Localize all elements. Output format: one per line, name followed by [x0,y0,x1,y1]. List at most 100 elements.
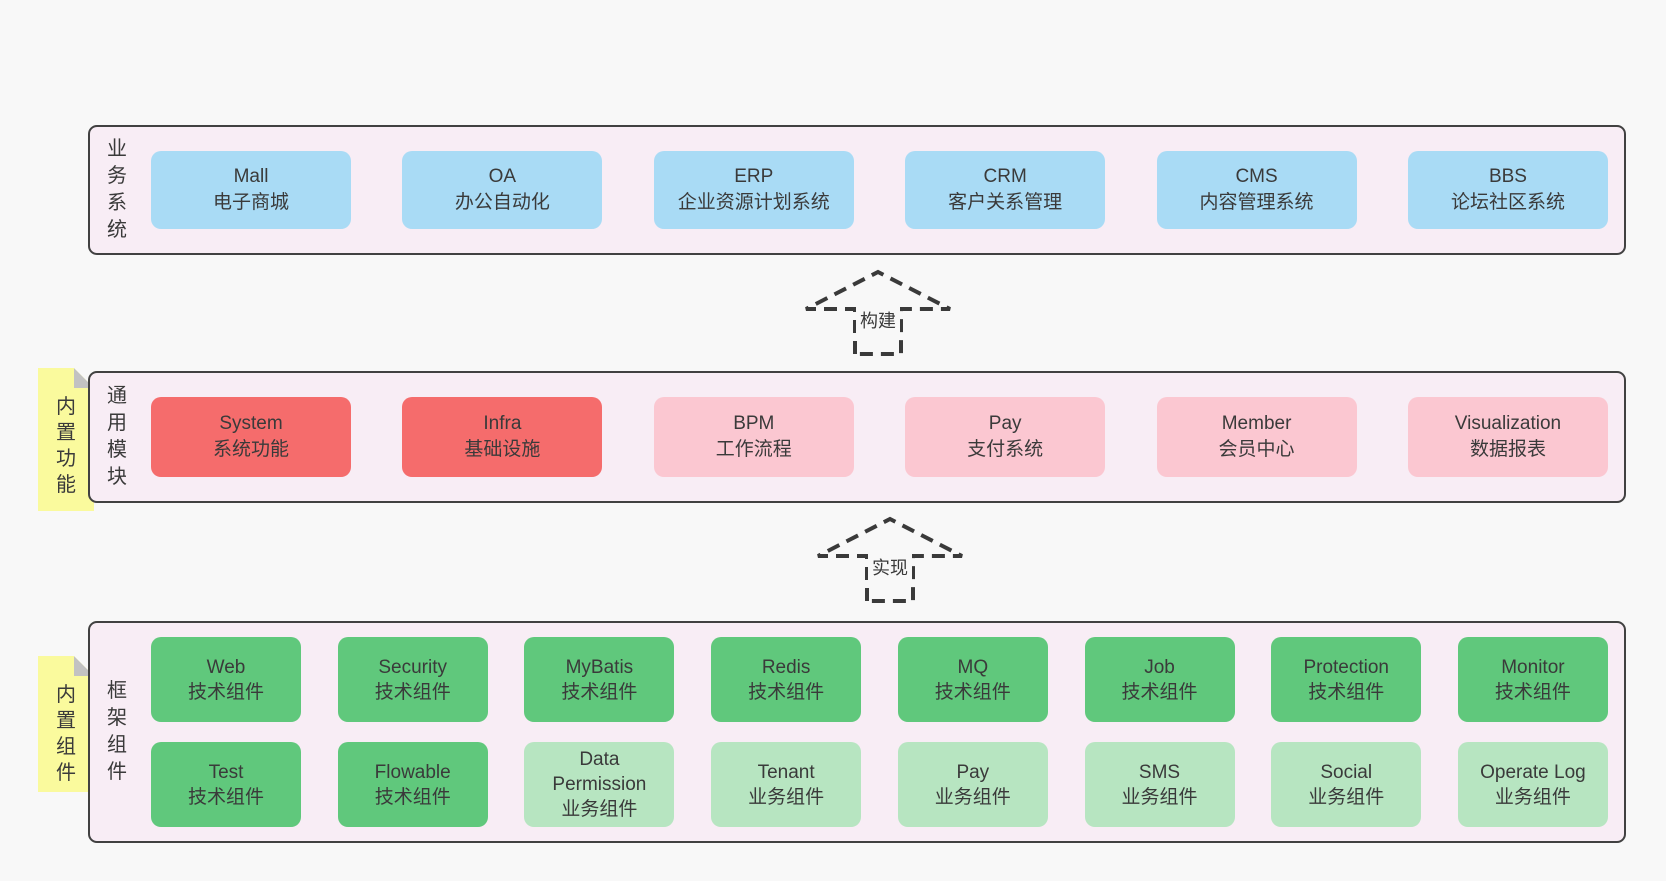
box-redis: Redis 技术组件 [711,637,862,722]
box-subtitle: 业务组件 [934,786,1011,808]
box-title: Operate Log [1480,761,1586,783]
box-subtitle: 业务组件 [1308,786,1385,808]
sticky-note-builtin-features: 内置功能 [38,368,94,511]
framework-components-panel: 框架组件 Web 技术组件 Security 技术组件 MyBatis 技术组件… [88,621,1626,843]
box-cms: CMS 内容管理系统 [1156,151,1357,229]
box-subtitle: 技术组件 [187,786,264,808]
box-subtitle: 技术组件 [187,681,264,703]
box-mq: MQ 技术组件 [897,637,1048,722]
box-subtitle: 支付系统 [967,439,1044,460]
box-title: Member [1221,413,1292,434]
box-subtitle: 技术组件 [561,681,638,703]
box-title: MQ [957,656,989,678]
box-subtitle: 技术组件 [1308,681,1385,703]
box-monitor: Monitor 技术组件 [1457,637,1608,722]
box-subtitle: 电子商城 [212,192,289,213]
box-tenant: Tenant 业务组件 [711,742,862,827]
box-subtitle: 内容管理系统 [1199,192,1314,213]
panel-label: 框架组件 [107,680,127,783]
box-title: Monitor [1501,656,1565,678]
sticky-note-text: 内置组件 [56,684,76,784]
box-subtitle: 企业资源计划系统 [677,192,830,213]
arrow-label: 构建 [856,307,900,333]
box-title: ERP [734,166,774,187]
box-title: Protection [1303,656,1389,678]
modules-boxes-row: System 系统功能 Infra 基础设施 BPM 工作流程 Pay 支付系统… [151,397,1608,477]
box-data-permission: Data Permission 业务组件 [524,742,675,827]
components-row-2: Test 技术组件 Flowable 技术组件 Data Permission … [151,742,1608,827]
box-system: System 系统功能 [151,397,351,477]
common-modules-panel: 通用模块 System 系统功能 Infra 基础设施 BPM 工作流程 Pay… [88,371,1626,503]
box-operate-log: Operate Log 业务组件 [1457,742,1608,827]
box-title: Job [1144,656,1175,678]
box-subtitle: 会员中心 [1218,439,1295,460]
box-test: Test 技术组件 [151,742,301,827]
implement-arrow: 实现 [815,514,965,606]
box-subtitle: 技术组件 [374,786,451,808]
sticky-note-builtin-components: 内置组件 [38,656,94,792]
arrow-label: 实现 [868,554,912,580]
box-job: Job 技术组件 [1084,637,1235,722]
panel-label: 业务系统 [107,138,127,241]
box-crm: CRM 客户关系管理 [905,151,1106,229]
box-subtitle: 办公自动化 [454,192,550,213]
box-oa: OA 办公自动化 [402,151,603,229]
box-title: OA [488,166,517,187]
business-boxes-row: Mall 电子商城 OA 办公自动化 ERP 企业资源计划系统 CRM 客户关系… [151,151,1608,229]
build-arrow: 构建 [803,267,953,359]
box-title: Social [1320,761,1373,783]
business-systems-panel: 业务系统 Mall 电子商城 OA 办公自动化 ERP 企业资源计划系统 CRM… [88,125,1626,255]
box-sms: SMS 业务组件 [1084,742,1235,827]
box-subtitle: 技术组件 [1494,681,1571,703]
box-protection: Protection 技术组件 [1271,637,1422,722]
box-title: BPM [733,413,775,434]
box-subtitle: 业务组件 [748,786,825,808]
box-title: Test [208,761,244,783]
box-subtitle: 业务组件 [1121,786,1198,808]
box-infra: Infra 基础设施 [402,397,603,477]
box-title: SMS [1138,761,1181,783]
box-title: System [219,413,283,434]
box-subtitle: 论坛社区系统 [1450,192,1565,213]
box-mybatis: MyBatis 技术组件 [524,637,675,722]
box-social: Social 业务组件 [1271,742,1422,827]
box-title: Mall [233,166,269,187]
box-subtitle: 技术组件 [374,681,451,703]
box-pay-component: Pay 业务组件 [897,742,1048,827]
box-bbs: BBS 论坛社区系统 [1407,151,1608,229]
box-member: Member 会员中心 [1156,397,1357,477]
box-subtitle: 技术组件 [748,681,825,703]
box-subtitle: 工作流程 [715,439,792,460]
box-web: Web 技术组件 [151,637,301,722]
sticky-note-text: 内置功能 [56,396,76,496]
box-subtitle: 技术组件 [934,681,1011,703]
components-rows: Web 技术组件 Security 技术组件 MyBatis 技术组件 Redi… [151,637,1608,827]
box-visualization: Visualization 数据报表 [1407,397,1608,477]
box-title: Tenant [757,761,815,783]
box-subtitle: 数据报表 [1469,439,1546,460]
box-bpm: BPM 工作流程 [653,397,854,477]
dashed-up-arrow-icon [817,516,963,603]
box-title: Pay [988,413,1022,434]
box-title: CMS [1235,166,1278,187]
box-title: Pay [956,761,990,783]
box-title: BBS [1488,166,1527,187]
box-title: MyBatis [565,656,634,678]
box-flowable: Flowable 技术组件 [337,742,488,827]
box-subtitle: 客户关系管理 [948,192,1063,213]
box-title: CRM [983,166,1027,187]
box-title: Visualization [1454,413,1562,434]
box-title: Data Permission [552,749,647,795]
panel-label: 通用模块 [107,385,127,488]
box-erp: ERP 企业资源计划系统 [653,151,854,229]
components-row-1: Web 技术组件 Security 技术组件 MyBatis 技术组件 Redi… [151,637,1608,722]
dashed-up-arrow-icon [805,269,951,356]
box-security: Security 技术组件 [337,637,488,722]
box-title: Web [206,656,246,678]
box-subtitle: 基础设施 [464,439,541,460]
box-mall: Mall 电子商城 [151,151,351,229]
box-subtitle: 系统功能 [212,439,289,460]
box-title: Flowable [374,761,451,783]
box-pay-module: Pay 支付系统 [905,397,1106,477]
box-title: Infra [483,413,522,434]
